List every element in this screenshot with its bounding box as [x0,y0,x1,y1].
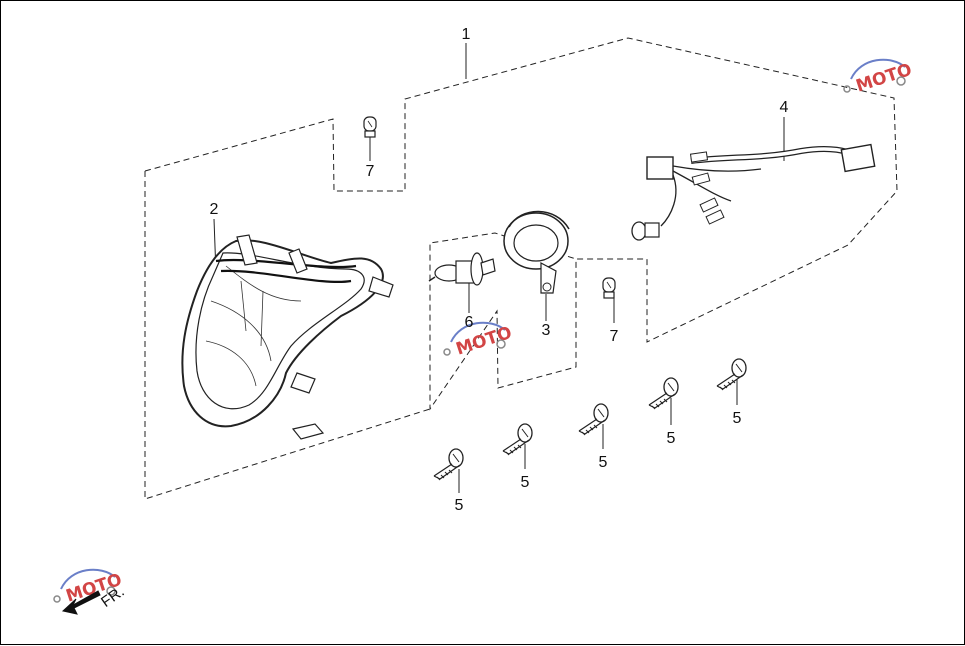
clip-nut [291,423,325,440]
callout-5d: 5 [666,430,676,447]
watermark-logo-top-right [843,58,916,98]
callout-5e: 5 [732,410,742,427]
callout-5a: 5 [454,497,464,514]
wiring-harness [631,143,876,241]
callout-5b: 5 [520,474,530,491]
callout-7a: 7 [365,163,375,180]
screw-2 [502,423,533,456]
screw-3 [578,403,609,436]
callout-3: 3 [541,322,551,339]
screw-5 [716,358,747,391]
callout-1: 1 [461,26,471,43]
position-bulb-top [363,116,377,138]
screw-4 [648,377,679,410]
callout-4: 4 [779,99,789,116]
callout-5c: 5 [598,454,608,471]
headlight-bulb [428,252,496,286]
assembly-outline [144,37,898,411]
headlight-housing [181,234,394,440]
front-arrow-icon [61,590,101,615]
position-bulb-lower [602,277,616,299]
callout-2: 2 [209,201,219,218]
callout-7b: 7 [609,328,619,345]
callout-6: 6 [464,314,474,331]
socket-rubber-cover [503,210,570,294]
watermark-logo-center [443,321,516,361]
